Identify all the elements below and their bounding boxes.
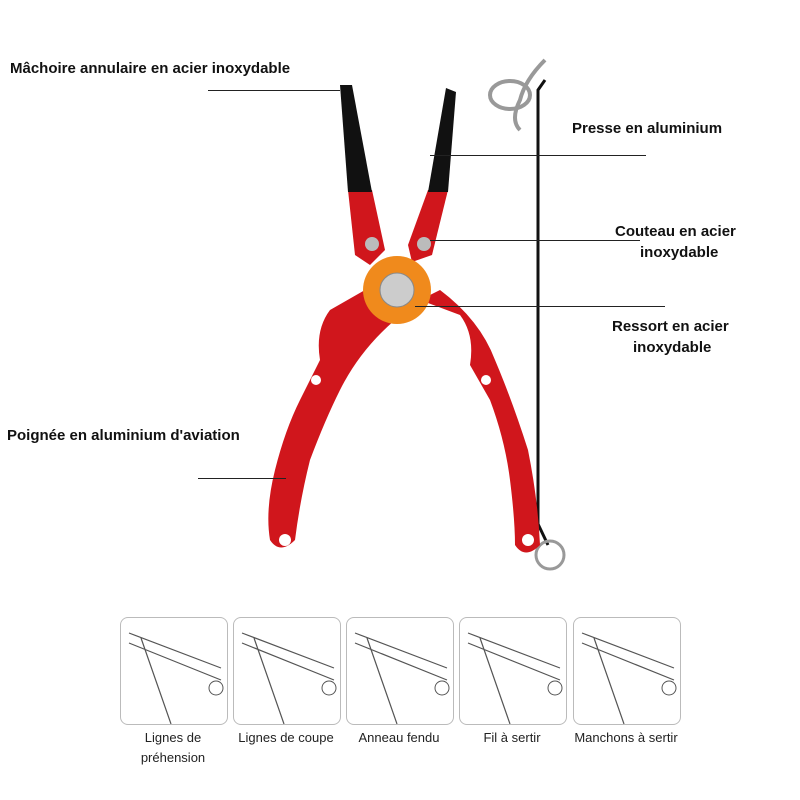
coil-lanyard (488, 58, 566, 571)
callout-handle: Poignée en aluminium d'aviation (7, 427, 240, 444)
use-card-image (346, 617, 454, 725)
leader-line (208, 90, 340, 91)
use-card-image (573, 617, 681, 725)
left-handle (268, 290, 395, 548)
use-card-image (233, 617, 341, 725)
callout-jaw: Mâchoire annulaire en acier inoxydable (10, 60, 291, 77)
callout-knife-2: inoxydable (640, 244, 719, 261)
use-caption: Lignes de préhension (113, 728, 233, 768)
leader-line (430, 155, 646, 156)
leader-line (198, 478, 286, 479)
use-caption: Fil à sertir (452, 728, 572, 748)
callout-spring-2: inoxydable (633, 339, 712, 356)
use-card-image (120, 617, 228, 725)
use-caption: Lignes de coupe (226, 728, 346, 748)
leader-line (430, 240, 640, 241)
caption-line: Manchons à sertir (574, 730, 678, 745)
right-jaw (428, 88, 456, 192)
leader-line (415, 306, 665, 307)
caption-line: Anneau fendu (358, 730, 440, 745)
callout-spring-1: Ressort en acier (612, 318, 729, 335)
caption-line: Lignes de coupe (238, 730, 334, 745)
use-caption: Manchons à sertir (566, 728, 686, 748)
use-card-image (459, 617, 567, 725)
callout-press: Presse en aluminium (572, 120, 723, 137)
caption-line: préhension (140, 750, 206, 765)
right-handle (420, 290, 540, 553)
use-caption: Anneau fendu (339, 728, 459, 748)
left-jaw (340, 85, 372, 192)
clip-icon (488, 79, 532, 111)
caption-line: Lignes de (144, 730, 202, 745)
callout-knife-1: Couteau en acier (615, 223, 736, 240)
caption-line: Fil à sertir (483, 730, 541, 745)
